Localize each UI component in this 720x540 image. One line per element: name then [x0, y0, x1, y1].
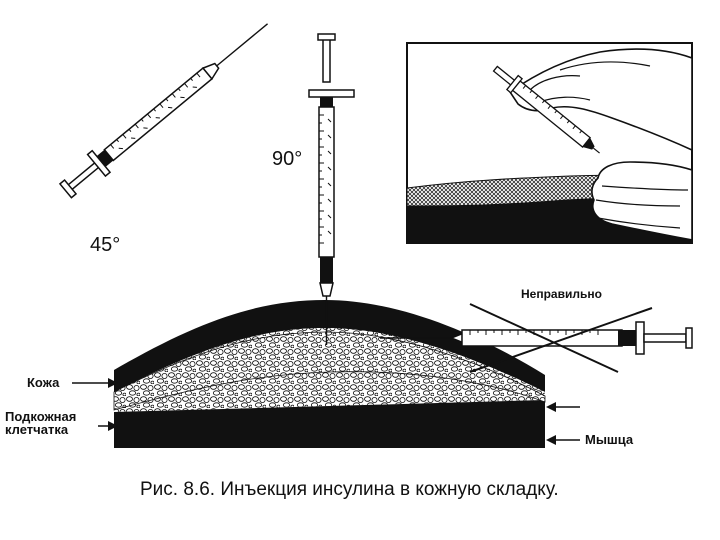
syringe-45-degrees: [57, 13, 277, 202]
tissue-cross-section: [114, 300, 545, 448]
right-label-arrows: [546, 402, 580, 445]
left-label-arrows: [72, 378, 118, 431]
muscle-label: Мышца: [585, 432, 634, 447]
angle-45-label: 45°: [90, 234, 120, 256]
figure-caption: Рис. 8.6. Инъекция инсулина в кожную скл…: [140, 479, 559, 500]
skin-label: Кожа: [27, 375, 60, 390]
angle-90-label: 90°: [272, 148, 302, 170]
incorrect-label: Неправильно: [521, 287, 602, 301]
inset-illustration: [407, 43, 692, 243]
syringe-90-degrees: [309, 34, 354, 345]
subcutaneous-label-line2: клетчатка: [5, 422, 69, 437]
